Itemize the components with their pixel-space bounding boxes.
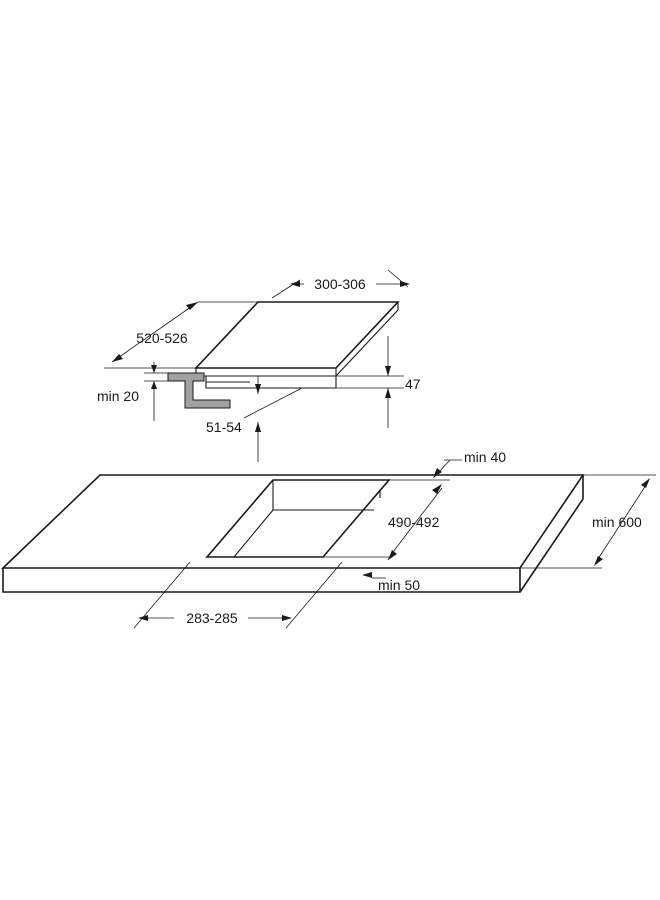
- label-hob-height: 47: [405, 376, 421, 392]
- dim-hob-height: 47: [336, 336, 421, 428]
- label-hob-depth: 520-526: [136, 330, 188, 346]
- dim-hob-depth: 520-526: [104, 301, 258, 369]
- worktop-top-face: [1, 474, 585, 569]
- label-hob-width: 300-306: [314, 276, 366, 292]
- dim-edge-min: min 20: [97, 362, 168, 421]
- label-cutout-width: 283-285: [186, 610, 238, 626]
- dim-cutout-width: 283-285: [133, 561, 343, 629]
- dim-cutout-depth: 490-492: [323, 484, 443, 561]
- hob-glass-top: [194, 301, 400, 369]
- label-worktop-depth: min 600: [592, 514, 642, 530]
- dim-back-distance: min 40: [389, 449, 506, 481]
- worktop-cutout: [205, 479, 391, 558]
- dim-front-distance: min 50: [362, 572, 420, 593]
- mounting-bracket: [167, 372, 231, 409]
- label-edge-min: min 20: [97, 388, 139, 404]
- dim-worktop-depth: min 600: [520, 474, 656, 569]
- dim-cutout-offset: 51-54: [206, 376, 303, 462]
- dim-hob-width: 300-306: [271, 269, 410, 299]
- hob-appliance: [167, 301, 400, 409]
- label-cutout-depth: 490-492: [388, 514, 440, 530]
- label-cutout-offset: 51-54: [206, 419, 242, 435]
- worktop: [1, 474, 585, 593]
- label-front-distance: min 50: [378, 577, 420, 593]
- label-back-distance: min 40: [464, 449, 506, 465]
